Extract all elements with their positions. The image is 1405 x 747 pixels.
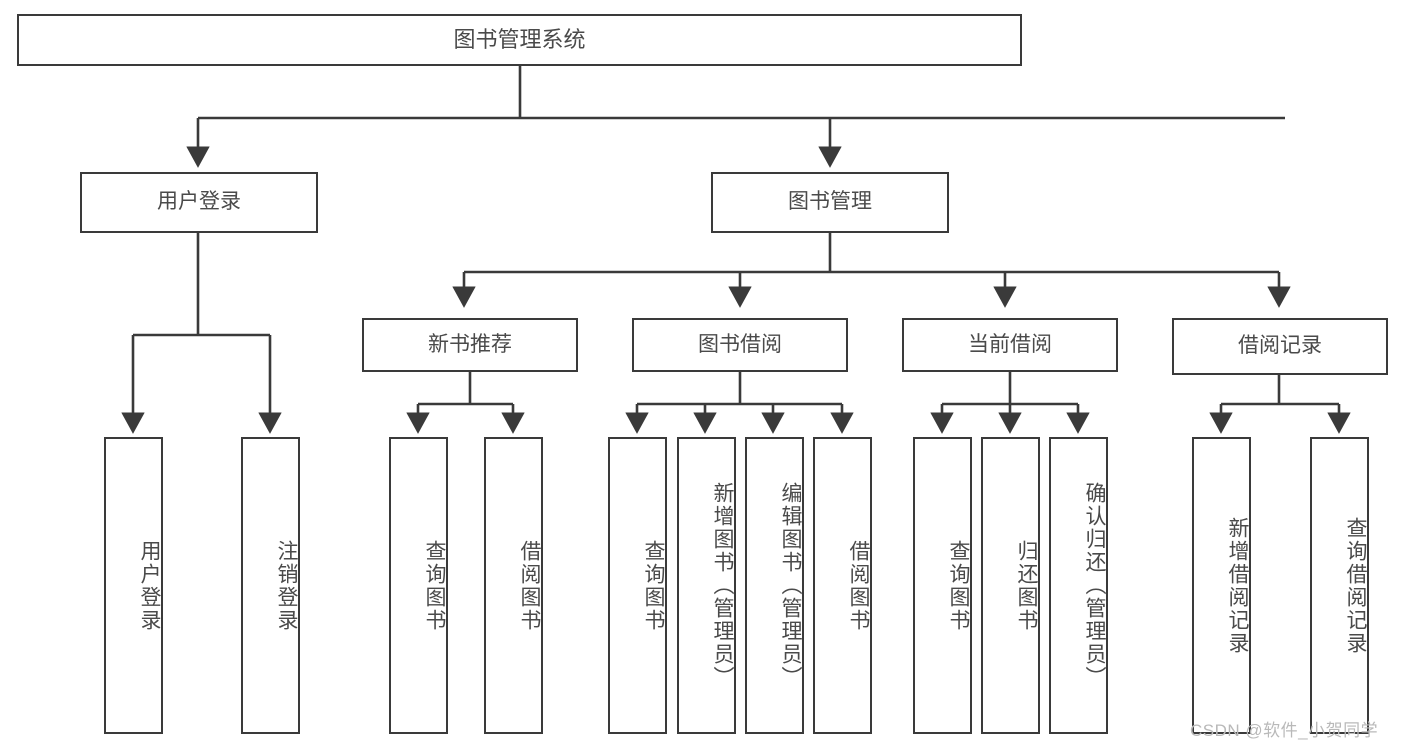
node-label: 新增图书（管理员） [711, 482, 734, 689]
node-book-management[interactable]: 图书管理 [711, 172, 949, 233]
node-label: 图书借阅 [698, 332, 782, 356]
leaf-confirm-return-admin[interactable]: 确认归还（管理员） [1049, 437, 1108, 734]
node-label: 归还图书 [1015, 539, 1038, 632]
node-label: 查询图书 [642, 539, 665, 632]
leaf-edit-book-admin[interactable]: 编辑图书（管理员） [745, 437, 804, 734]
node-current-borrow[interactable]: 当前借阅 [902, 318, 1118, 372]
leaf-query-book-recommend[interactable]: 查询图书 [389, 437, 448, 734]
node-label: 确认归还（管理员） [1083, 482, 1106, 689]
leaf-user-login[interactable]: 用户登录 [104, 437, 163, 734]
node-label: 编辑图书（管理员） [779, 482, 802, 689]
node-label: 借阅图书 [518, 539, 541, 632]
watermark-csdn: CSDN @软件_小贺同学 [1190, 721, 1379, 740]
node-label: 查询图书 [947, 539, 970, 632]
node-user-login[interactable]: 用户登录 [80, 172, 318, 233]
node-label: 借阅图书 [847, 539, 870, 632]
node-borrow-record[interactable]: 借阅记录 [1172, 318, 1388, 375]
leaf-borrow-book-recommend[interactable]: 借阅图书 [484, 437, 543, 734]
node-label: 图书管理系统 [453, 27, 586, 53]
node-label: 用户登录 [157, 190, 241, 214]
leaf-borrow-book[interactable]: 借阅图书 [813, 437, 872, 734]
node-label: 图书管理 [788, 190, 872, 214]
leaf-query-book-current[interactable]: 查询图书 [913, 437, 972, 734]
node-label: 借阅记录 [1238, 334, 1322, 358]
node-book-borrow[interactable]: 图书借阅 [632, 318, 848, 372]
node-label: 查询图书 [423, 539, 446, 632]
node-new-book-recommend[interactable]: 新书推荐 [362, 318, 578, 372]
leaf-query-book-borrow[interactable]: 查询图书 [608, 437, 667, 734]
leaf-add-borrow-record[interactable]: 新增借阅记录 [1192, 437, 1251, 734]
leaf-logout[interactable]: 注销登录 [241, 437, 300, 734]
node-label: 新增借阅记录 [1226, 516, 1249, 655]
node-label: 新书推荐 [428, 332, 512, 356]
node-label: 注销登录 [275, 539, 298, 632]
node-label: 查询借阅记录 [1344, 516, 1367, 655]
node-label: 用户登录 [138, 539, 161, 632]
node-label: 当前借阅 [968, 332, 1052, 356]
node-root-book-management-system[interactable]: 图书管理系统 [17, 14, 1022, 66]
leaf-add-book-admin[interactable]: 新增图书（管理员） [677, 437, 736, 734]
leaf-query-borrow-record[interactable]: 查询借阅记录 [1310, 437, 1369, 734]
leaf-return-book[interactable]: 归还图书 [981, 437, 1040, 734]
